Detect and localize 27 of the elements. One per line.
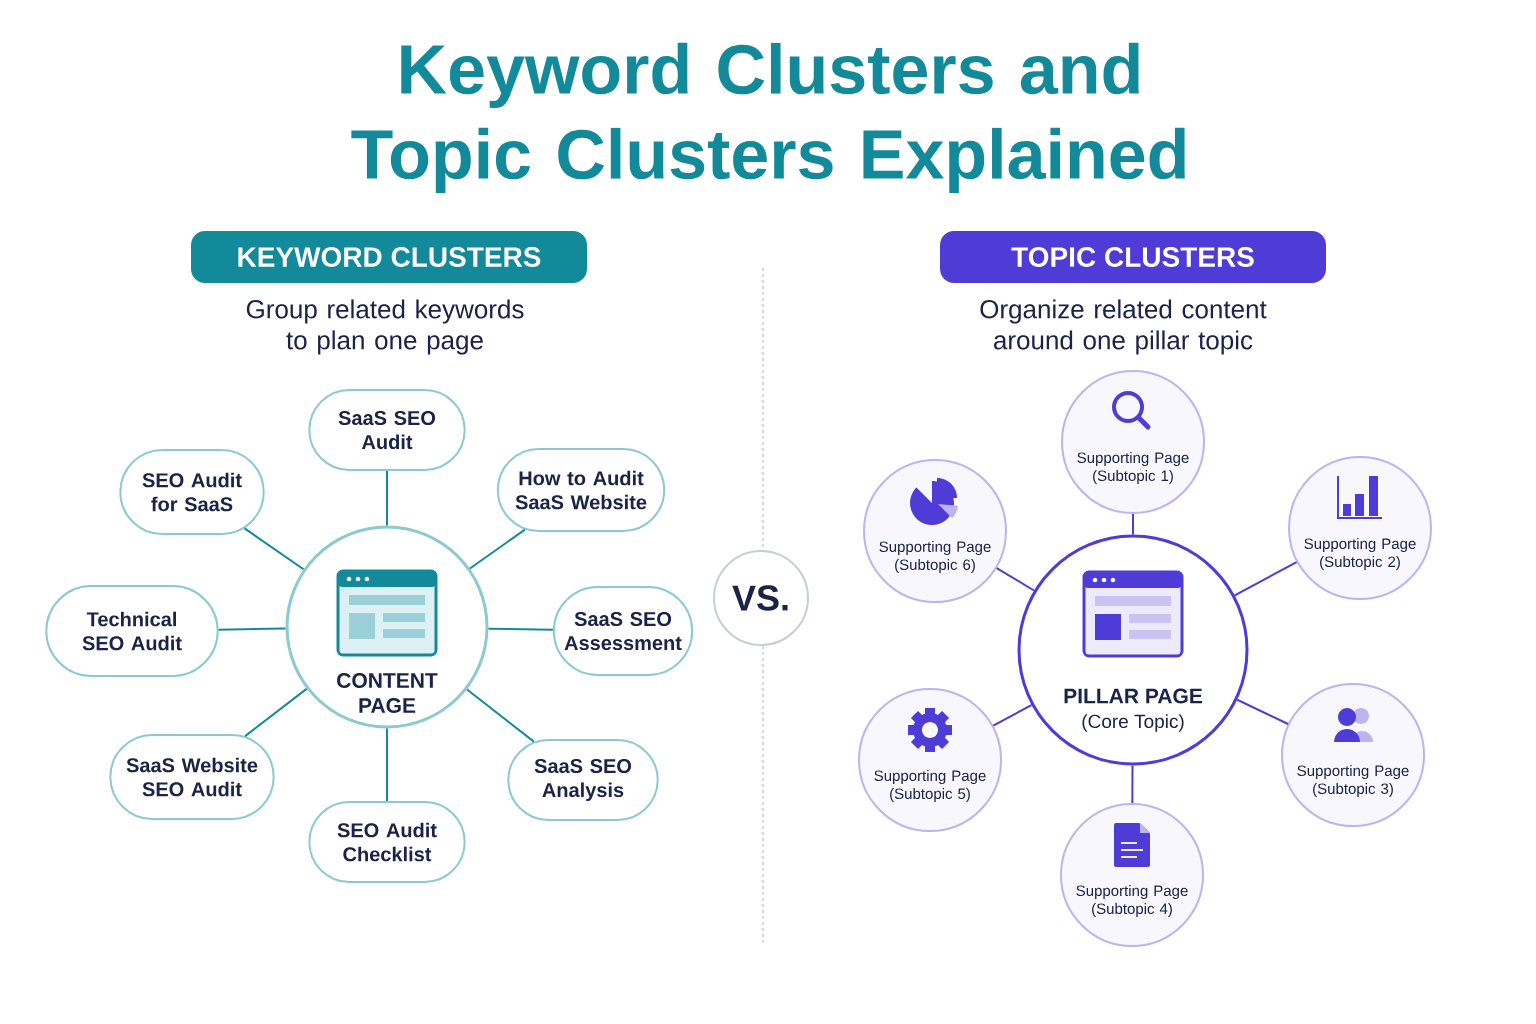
keyword-pill: SaaS SEO Analysis <box>507 739 659 821</box>
connector-line <box>1132 513 1134 536</box>
keyword-pill: SaaS SEO Audit <box>308 389 466 471</box>
connector-line <box>1236 698 1290 725</box>
keyword-pill: Technical SEO Audit <box>45 585 219 677</box>
section-header: KEYWORD CLUSTERS <box>191 231 587 283</box>
keyword-pill: SEO Audit for SaaS <box>119 449 265 535</box>
connector-line <box>1233 561 1298 597</box>
connector-line <box>217 627 287 631</box>
section-header: TOPIC CLUSTERS <box>940 231 1326 283</box>
connector-line <box>487 627 554 631</box>
connector-line <box>386 470 388 527</box>
keyword-pill: SaaS Website SEO Audit <box>109 734 275 820</box>
connector-line <box>995 567 1035 592</box>
keyword-pill: How to Audit SaaS Website <box>496 448 666 532</box>
subtitle: Group related keywords to plan one page <box>246 299 524 355</box>
keyword-pill: SaaS SEO Assessment <box>552 586 694 676</box>
connector-line <box>468 528 526 570</box>
subtitle: Organize related content around one pillar topic <box>980 299 1267 355</box>
title: Keyword Clusters and Topic Clusters Explained <box>351 42 1185 194</box>
connector-line <box>243 527 305 571</box>
keyword-pill: SEO Audit Checklist <box>308 801 466 883</box>
connector-line <box>1131 764 1134 804</box>
connector-line <box>992 704 1033 727</box>
connector-line <box>386 727 388 802</box>
connector-line <box>466 688 535 743</box>
connector-line <box>244 687 308 738</box>
